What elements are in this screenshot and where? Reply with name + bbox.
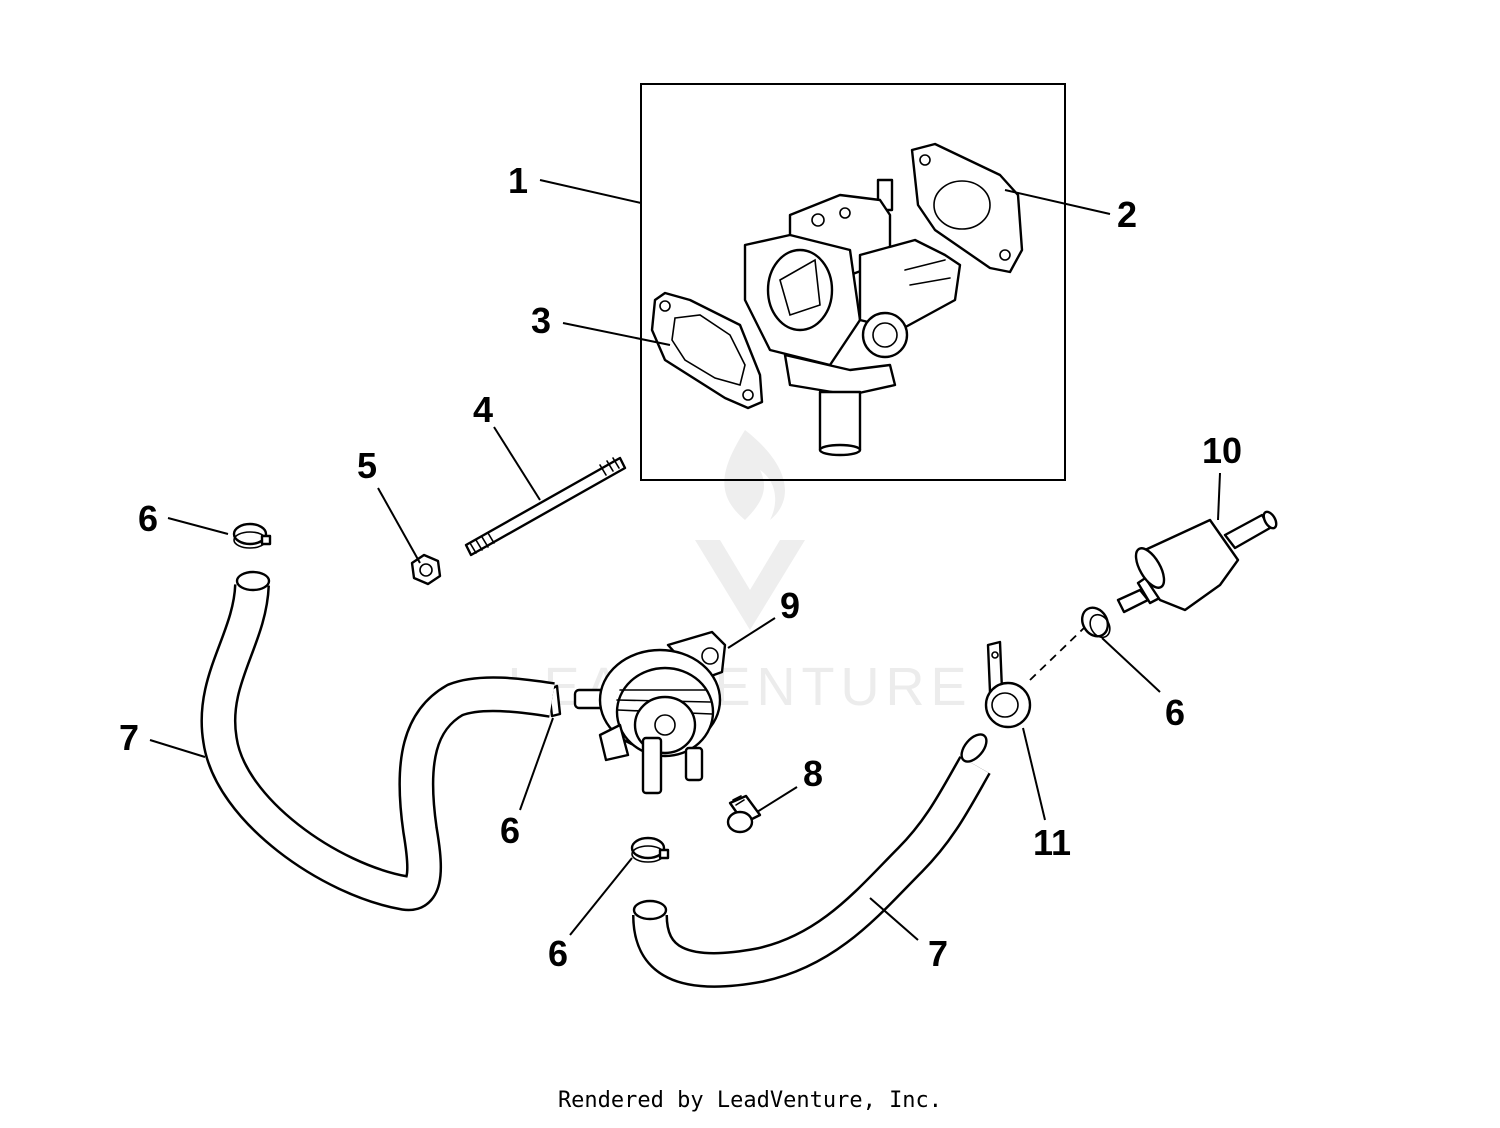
- carburetor-kit-box: [640, 83, 1066, 481]
- part-3-gasket: [650, 291, 764, 410]
- callout-5: 5: [357, 445, 377, 486]
- part-6-clamp-c: [630, 836, 670, 863]
- callout-3: 3: [531, 300, 551, 341]
- callout-6-d: 6: [1165, 692, 1185, 733]
- part-1-carburetor: [743, 178, 962, 457]
- callout-1: 1: [508, 160, 528, 201]
- callout-10: 10: [1202, 430, 1242, 471]
- callout-6-a: 6: [138, 498, 158, 539]
- callout-11: 11: [1033, 822, 1071, 863]
- part-6-clamp-a: [232, 522, 272, 549]
- rendered-by-footer: Rendered by LeadVenture, Inc.: [557, 1088, 943, 1113]
- part-11-hose-clip: [984, 640, 1032, 729]
- callout-labels: 1 2 3 4 5 6 6 6 6 7 7 8 9 10 11: [119, 160, 1242, 974]
- part-7-hose-left: [200, 570, 555, 912]
- callout-7-b: 7: [928, 933, 948, 974]
- part-5-nut: [410, 553, 442, 586]
- part-8-screw: [726, 794, 762, 834]
- callout-8: 8: [803, 753, 823, 794]
- callout-6-b: 6: [500, 810, 520, 851]
- part-9-fuel-pump: [573, 630, 727, 795]
- watermark-flame-icon: [724, 430, 785, 520]
- part-10-fuel-filter: [1116, 510, 1278, 614]
- part-4-stud: [464, 456, 627, 557]
- watermark: LEADVENTURE: [507, 430, 967, 717]
- watermark-v-icon: [695, 540, 805, 630]
- part-6-clamp-d: [1080, 606, 1111, 639]
- callout-2: 2: [1117, 194, 1137, 235]
- callout-9: 9: [780, 585, 800, 626]
- callout-7-a: 7: [119, 717, 139, 758]
- callout-4: 4: [473, 389, 493, 430]
- leader-lines: [149, 179, 1221, 941]
- callout-6-c: 6: [548, 933, 568, 974]
- part-7-hose-right: [632, 733, 991, 988]
- part-2-gasket: [910, 142, 1024, 274]
